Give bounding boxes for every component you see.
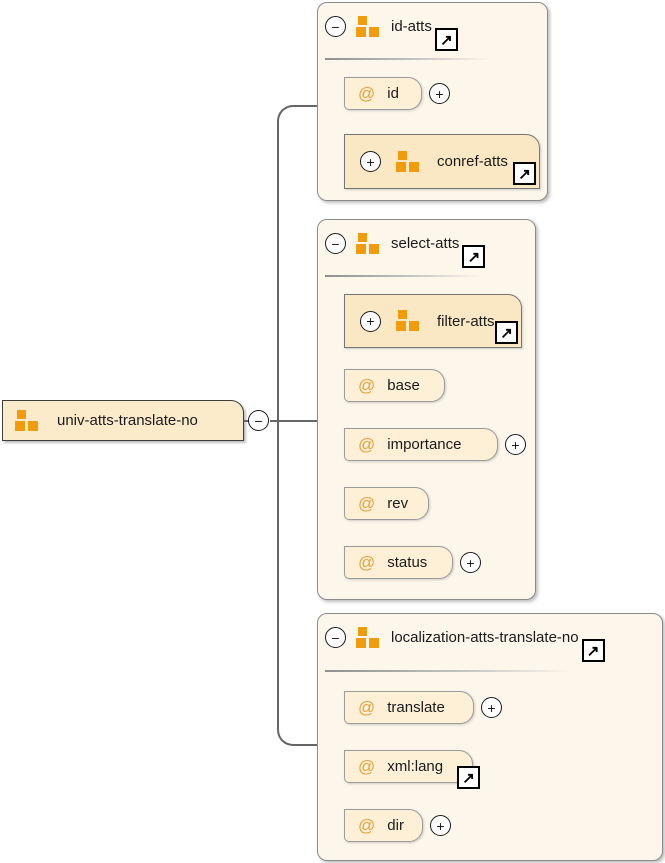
groupref-conref-atts[interactable]: + conref-atts ↗ [344, 134, 540, 189]
attribute-label: translate [387, 699, 445, 716]
expand-toggle[interactable]: + [360, 310, 381, 332]
at-sign-icon: @ [358, 493, 376, 513]
group-header: − id-atts ↗ [325, 15, 458, 51]
attribute-importance[interactable]: @ importance [344, 428, 498, 461]
expand-toggle[interactable]: + [481, 697, 502, 718]
attribute-row-dir: @ dir + [344, 809, 451, 842]
attribute-row-importance: @ importance + [344, 428, 526, 461]
link-arrow-icon[interactable]: ↗ [457, 766, 480, 789]
attribute-label: dir [387, 817, 404, 834]
at-sign-icon: @ [358, 375, 376, 395]
attribute-group-icon [356, 232, 379, 255]
attribute-label: xml:lang [387, 758, 444, 775]
separator [325, 275, 482, 277]
collapse-toggle[interactable]: − [325, 233, 346, 254]
attribute-translate[interactable]: @ translate [344, 691, 474, 724]
collapse-toggle[interactable]: − [325, 16, 346, 37]
group-title: localization-atts-translate-no [391, 629, 579, 646]
attribute-label: id [387, 85, 399, 102]
link-arrow-icon[interactable]: ↗ [434, 28, 458, 51]
separator [325, 670, 573, 672]
at-sign-icon: @ [358, 756, 376, 776]
attribute-row-id: @ id + [344, 77, 450, 110]
attribute-label: importance [387, 436, 462, 453]
expand-toggle[interactable]: + [429, 83, 450, 104]
expand-toggle[interactable]: + [360, 151, 381, 172]
root-node-label: univ-atts-translate-no [57, 412, 198, 429]
connector-node-stub [243, 420, 250, 422]
connector-branch-select [270, 420, 317, 422]
link-arrow-icon[interactable]: ↗ [581, 639, 605, 662]
attribute-group-icon [396, 150, 419, 173]
attribute-status[interactable]: @ status [344, 546, 453, 579]
at-sign-icon: @ [358, 697, 376, 717]
attribute-group-icon [396, 310, 419, 332]
attribute-row-translate: @ translate + [344, 691, 502, 724]
link-arrow-icon[interactable]: ↗ [495, 321, 518, 344]
attribute-base[interactable]: @ base [344, 369, 445, 402]
groupref-label: filter-atts [437, 312, 495, 330]
groupref-row-filter-atts: + filter-atts ↗ [344, 294, 522, 348]
attribute-group-icon [356, 626, 379, 649]
expand-toggle[interactable]: + [505, 434, 526, 455]
group-title: select-atts [391, 235, 460, 252]
connector-trunk [277, 105, 317, 746]
root-node-univ-atts-translate-no[interactable]: univ-atts-translate-no [2, 400, 244, 441]
collapse-toggle[interactable]: − [325, 627, 346, 648]
link-arrow-icon[interactable]: ↗ [462, 245, 486, 268]
group-id-atts[interactable]: − id-atts ↗ @ id + + conref-atts ↗ [317, 2, 548, 201]
attribute-dir[interactable]: @ dir [344, 809, 423, 842]
link-arrow-icon[interactable]: ↗ [513, 162, 536, 185]
groupref-row-conref-atts: + conref-atts ↗ [344, 134, 540, 189]
group-select-atts[interactable]: − select-atts ↗ + filter-atts ↗ @ base @… [317, 219, 536, 600]
group-localization-atts-translate-no[interactable]: − localization-atts-translate-no ↗ @ tra… [317, 613, 663, 861]
attribute-group-icon [15, 409, 38, 432]
expand-toggle[interactable]: + [460, 552, 481, 573]
attribute-rev[interactable]: @ rev [344, 487, 429, 520]
separator [325, 58, 490, 60]
attribute-row-xml-lang: @ xml:lang ↗ [344, 750, 480, 789]
attribute-label: base [387, 377, 420, 394]
group-title: id-atts [391, 18, 432, 35]
at-sign-icon: @ [358, 815, 376, 835]
attribute-row-status: @ status + [344, 546, 481, 579]
attribute-xml-lang[interactable]: @ xml:lang ↗ [344, 750, 480, 789]
attribute-row-rev: @ rev [344, 487, 429, 520]
at-sign-icon: @ [358, 552, 376, 572]
attribute-label: status [387, 554, 428, 571]
expand-toggle[interactable]: + [430, 815, 451, 836]
attribute-id[interactable]: @ id [344, 77, 422, 110]
at-sign-icon: @ [358, 434, 376, 454]
group-header: − select-atts ↗ [325, 232, 486, 268]
groupref-label: conref-atts [437, 153, 508, 170]
groupref-filter-atts[interactable]: + filter-atts ↗ [344, 294, 522, 348]
collapse-toggle-root[interactable]: − [248, 410, 269, 431]
attribute-label: rev [387, 495, 409, 512]
at-sign-icon: @ [358, 83, 376, 103]
attribute-row-base: @ base [344, 369, 445, 402]
group-header: − localization-atts-translate-no ↗ [325, 626, 605, 662]
attribute-group-icon [356, 15, 379, 38]
